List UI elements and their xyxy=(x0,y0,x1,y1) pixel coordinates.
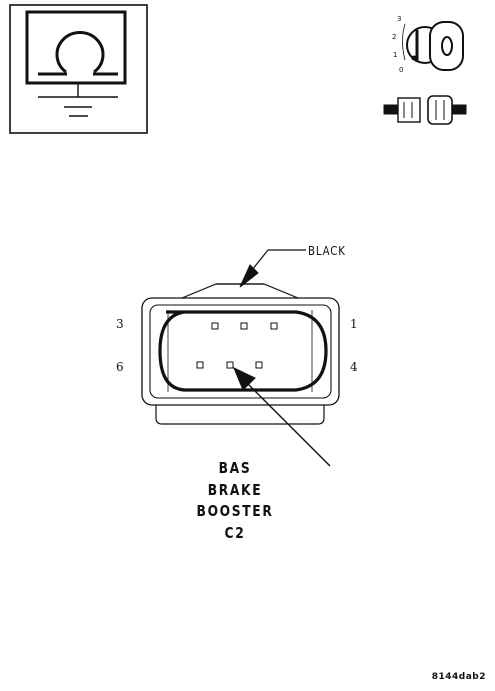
connector-name-line: BOOSTER xyxy=(196,502,274,520)
name-callout-arrow xyxy=(233,366,331,467)
color-callout-arrow xyxy=(239,249,306,288)
pin-number-label: 1 xyxy=(350,317,358,331)
pin-cavity-5 xyxy=(226,361,234,369)
connector-name-line: C2 xyxy=(224,523,246,542)
ignition-key-switch-icon xyxy=(402,21,464,71)
connector-color-label: BLACK xyxy=(308,244,346,258)
connector-name-label: BAS BRAKE BOOSTER C2 xyxy=(160,458,310,544)
figure-id: 8144dab2 xyxy=(431,672,486,682)
ground-symbol-icon xyxy=(9,4,148,134)
pin-cavity-3 xyxy=(211,322,219,330)
pin-number-label: 6 xyxy=(116,360,124,374)
pin-cavity-2 xyxy=(240,322,248,330)
pin-number-label: 3 xyxy=(116,317,124,331)
key-position-label: 3 xyxy=(397,15,402,23)
pin-cavity-4 xyxy=(255,361,263,369)
connector-pin-cavities xyxy=(196,322,278,369)
connector-plug-icon xyxy=(383,95,467,125)
connector-body xyxy=(141,283,340,425)
connector-name-line: BAS xyxy=(218,459,252,477)
connector-name-line: BRAKE xyxy=(207,480,263,499)
pin-number-label: 4 xyxy=(350,360,358,374)
pin-cavity-1 xyxy=(270,322,278,330)
key-position-label: 2 xyxy=(392,33,397,41)
key-position-label: 1 xyxy=(393,51,398,59)
pin-cavity-6 xyxy=(196,361,204,369)
key-position-label: 0 xyxy=(399,66,404,74)
